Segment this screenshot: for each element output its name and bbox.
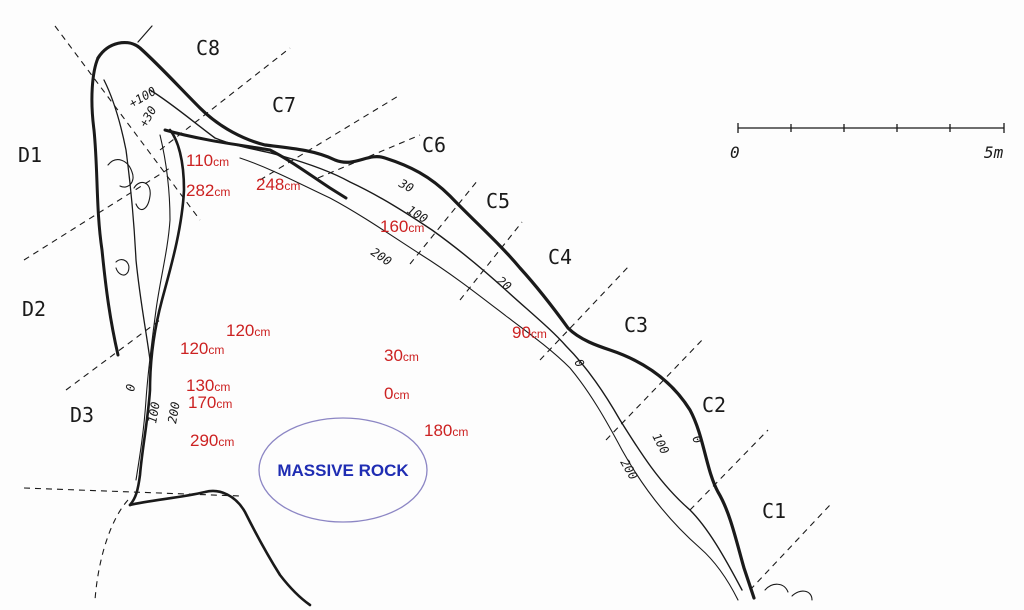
- depth-label: 290cm: [190, 431, 234, 450]
- contour-label: 100: [649, 431, 672, 457]
- section-label-c5: C5: [486, 189, 510, 213]
- depth-label: 120cm: [180, 339, 224, 358]
- contour-label: 200: [368, 245, 394, 269]
- section-line-c0: [749, 504, 831, 591]
- contour-label: 100: [145, 401, 163, 425]
- depth-label: 90cm: [512, 323, 547, 342]
- section-line-c1: [689, 429, 769, 511]
- section-line-left-curve: [94, 499, 129, 601]
- massive-rock-outline: [258, 417, 428, 523]
- contour-label: +100: [127, 84, 159, 111]
- section-line-c6: [317, 134, 421, 179]
- scale-bar: [737, 123, 1005, 133]
- section-label-d1: D1: [18, 143, 42, 167]
- depth-label: 180cm: [424, 421, 468, 440]
- section-line-d2: [65, 319, 161, 391]
- cave-walls: [90, 25, 813, 607]
- depth-label: 248cm: [256, 175, 300, 194]
- contour-labels: 30 100 200 20 0 100 0 200 +100 +30 0 100…: [123, 84, 705, 482]
- top-arrow: [137, 25, 153, 43]
- section-labels: C8 C7 C6 C5 C4 C3 C2 C1 D1 D2 D3: [18, 36, 786, 523]
- section-label-c4: C4: [548, 245, 572, 269]
- section-label-c3: C3: [624, 313, 648, 337]
- bottom-right-rocks: [764, 583, 813, 601]
- contour-label: 200: [165, 401, 183, 425]
- section-line-c4: [459, 221, 523, 301]
- outer-wall: [96, 40, 756, 600]
- section-line-c8: [159, 47, 291, 151]
- spine-inner: [135, 134, 171, 481]
- left-wall: [90, 56, 120, 357]
- spine-wall: [128, 128, 186, 507]
- d1-detail: [107, 159, 151, 276]
- section-label-c1: C1: [762, 499, 786, 523]
- c7-branch: [163, 128, 348, 200]
- section-line-c3: [539, 264, 631, 361]
- section-lines: [23, 25, 831, 601]
- depth-label: 110cm: [186, 151, 229, 170]
- section-line-c7: [259, 94, 401, 181]
- inner-wall: [149, 89, 743, 591]
- contour-label: 0: [123, 383, 138, 393]
- section-line-d1: [23, 167, 171, 261]
- contour-label: 200: [617, 457, 640, 483]
- scale-start-label: 0: [730, 143, 740, 162]
- depth-label: 0cm: [384, 384, 409, 403]
- depth-labels: 110cm 282cm 248cm 160cm 90cm 120cm 120cm…: [180, 151, 547, 450]
- depth-label: 170cm: [188, 393, 232, 412]
- contour-label: 30: [396, 176, 416, 196]
- scale-end-label: 5m: [984, 143, 1004, 162]
- section-line-c5: [409, 179, 479, 265]
- left-inner-wall: [103, 79, 151, 361]
- section-label-d3: D3: [70, 403, 94, 427]
- depth-label: 120cm: [226, 321, 270, 340]
- section-label-d2: D2: [22, 297, 46, 321]
- depth-label: 30cm: [384, 346, 419, 365]
- section-label-c8: C8: [196, 36, 220, 60]
- depth-label: 282cm: [186, 181, 230, 200]
- contour-200-line: [239, 157, 739, 601]
- section-line-c2: [605, 337, 705, 441]
- section-line-bottom: [23, 487, 241, 497]
- contour-label: 20: [494, 274, 514, 294]
- section-label-c2: C2: [702, 393, 726, 417]
- contour-label: +30: [136, 104, 159, 130]
- bottom-wall: [128, 489, 312, 607]
- section-line-d1-upper: [54, 25, 201, 221]
- depth-label: 130cm: [186, 376, 230, 395]
- depth-label: 160cm: [380, 217, 424, 236]
- section-label-c7: C7: [272, 93, 296, 117]
- section-label-c6: C6: [422, 133, 446, 157]
- massive-rock-label: MASSIVE ROCK: [277, 461, 409, 480]
